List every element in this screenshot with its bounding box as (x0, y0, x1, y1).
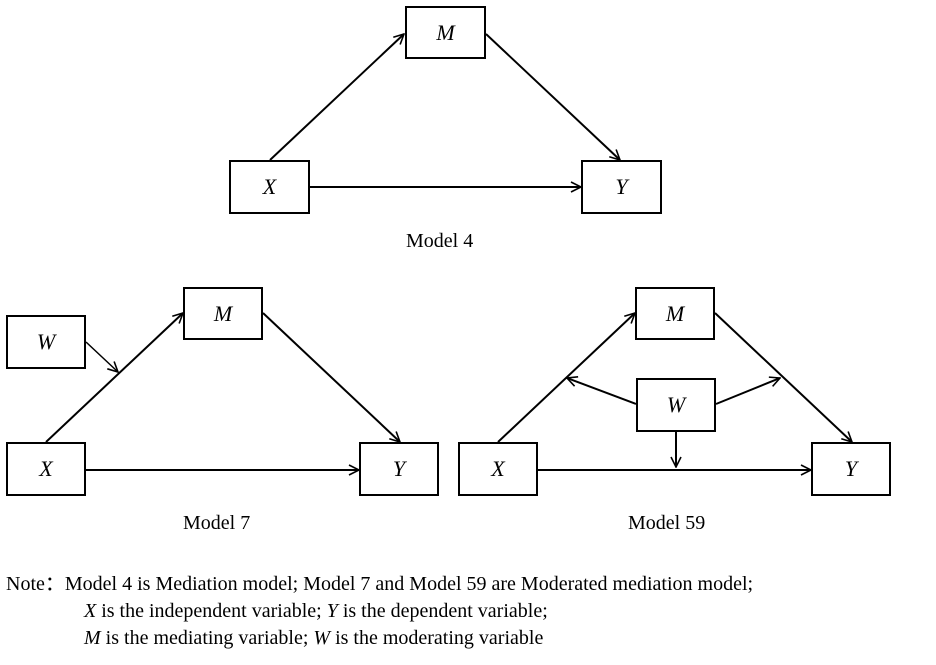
model7-node-w: W (6, 315, 86, 369)
model59-arrow-x-to-m (497, 313, 635, 443)
model59-node-y: Y (811, 442, 891, 496)
model59-arrow-w-to-left-path (567, 378, 637, 405)
note-line-1: Note：Model 4 is Mediation model; Model 7… (6, 570, 753, 598)
note-var-x: X (84, 600, 97, 622)
note-var-w: W (313, 627, 331, 649)
note-x-text: is the independent variable; (96, 600, 327, 622)
note-line-3: M is the mediating variable; W is the mo… (84, 624, 543, 652)
note-prefix: Note： (6, 573, 65, 595)
model7-arrow-m-to-y (262, 312, 400, 442)
model7-caption: Model 7 (183, 512, 251, 534)
model4-arrow-m-to-y (485, 33, 620, 160)
model4-arrow-x-to-m (269, 34, 404, 161)
model7-arrow-x-to-m (45, 313, 183, 443)
model59-caption: Model 59 (628, 512, 706, 534)
model59-node-x: X (458, 442, 538, 496)
model59-node-m: M (635, 287, 715, 340)
note-y-text: is the dependent variable; (337, 600, 548, 622)
model4-node-y: Y (581, 160, 662, 214)
note-line-2: X is the independent variable; Y is the … (84, 597, 548, 625)
model7-node-y: Y (359, 442, 439, 496)
model59-arrow-m-to-y (714, 312, 852, 442)
model7-node-x: X (6, 442, 86, 496)
model59-node-w: W (636, 378, 716, 432)
model7-node-m: M (183, 287, 263, 340)
model4-node-x: X (229, 160, 310, 214)
note-m-text: is the mediating variable; (100, 627, 314, 649)
model4-caption: Model 4 (406, 230, 474, 252)
model59-arrow-w-to-right-path (715, 378, 780, 405)
note-w-text: is the moderating variable (330, 627, 544, 649)
note-var-m: M (84, 627, 101, 649)
note-var-y: Y (326, 600, 338, 622)
model4-node-m: M (405, 6, 486, 59)
note-models-text: Model 4 is Mediation model; Model 7 and … (64, 573, 754, 595)
model7-arrow-w-to-path (85, 341, 118, 372)
